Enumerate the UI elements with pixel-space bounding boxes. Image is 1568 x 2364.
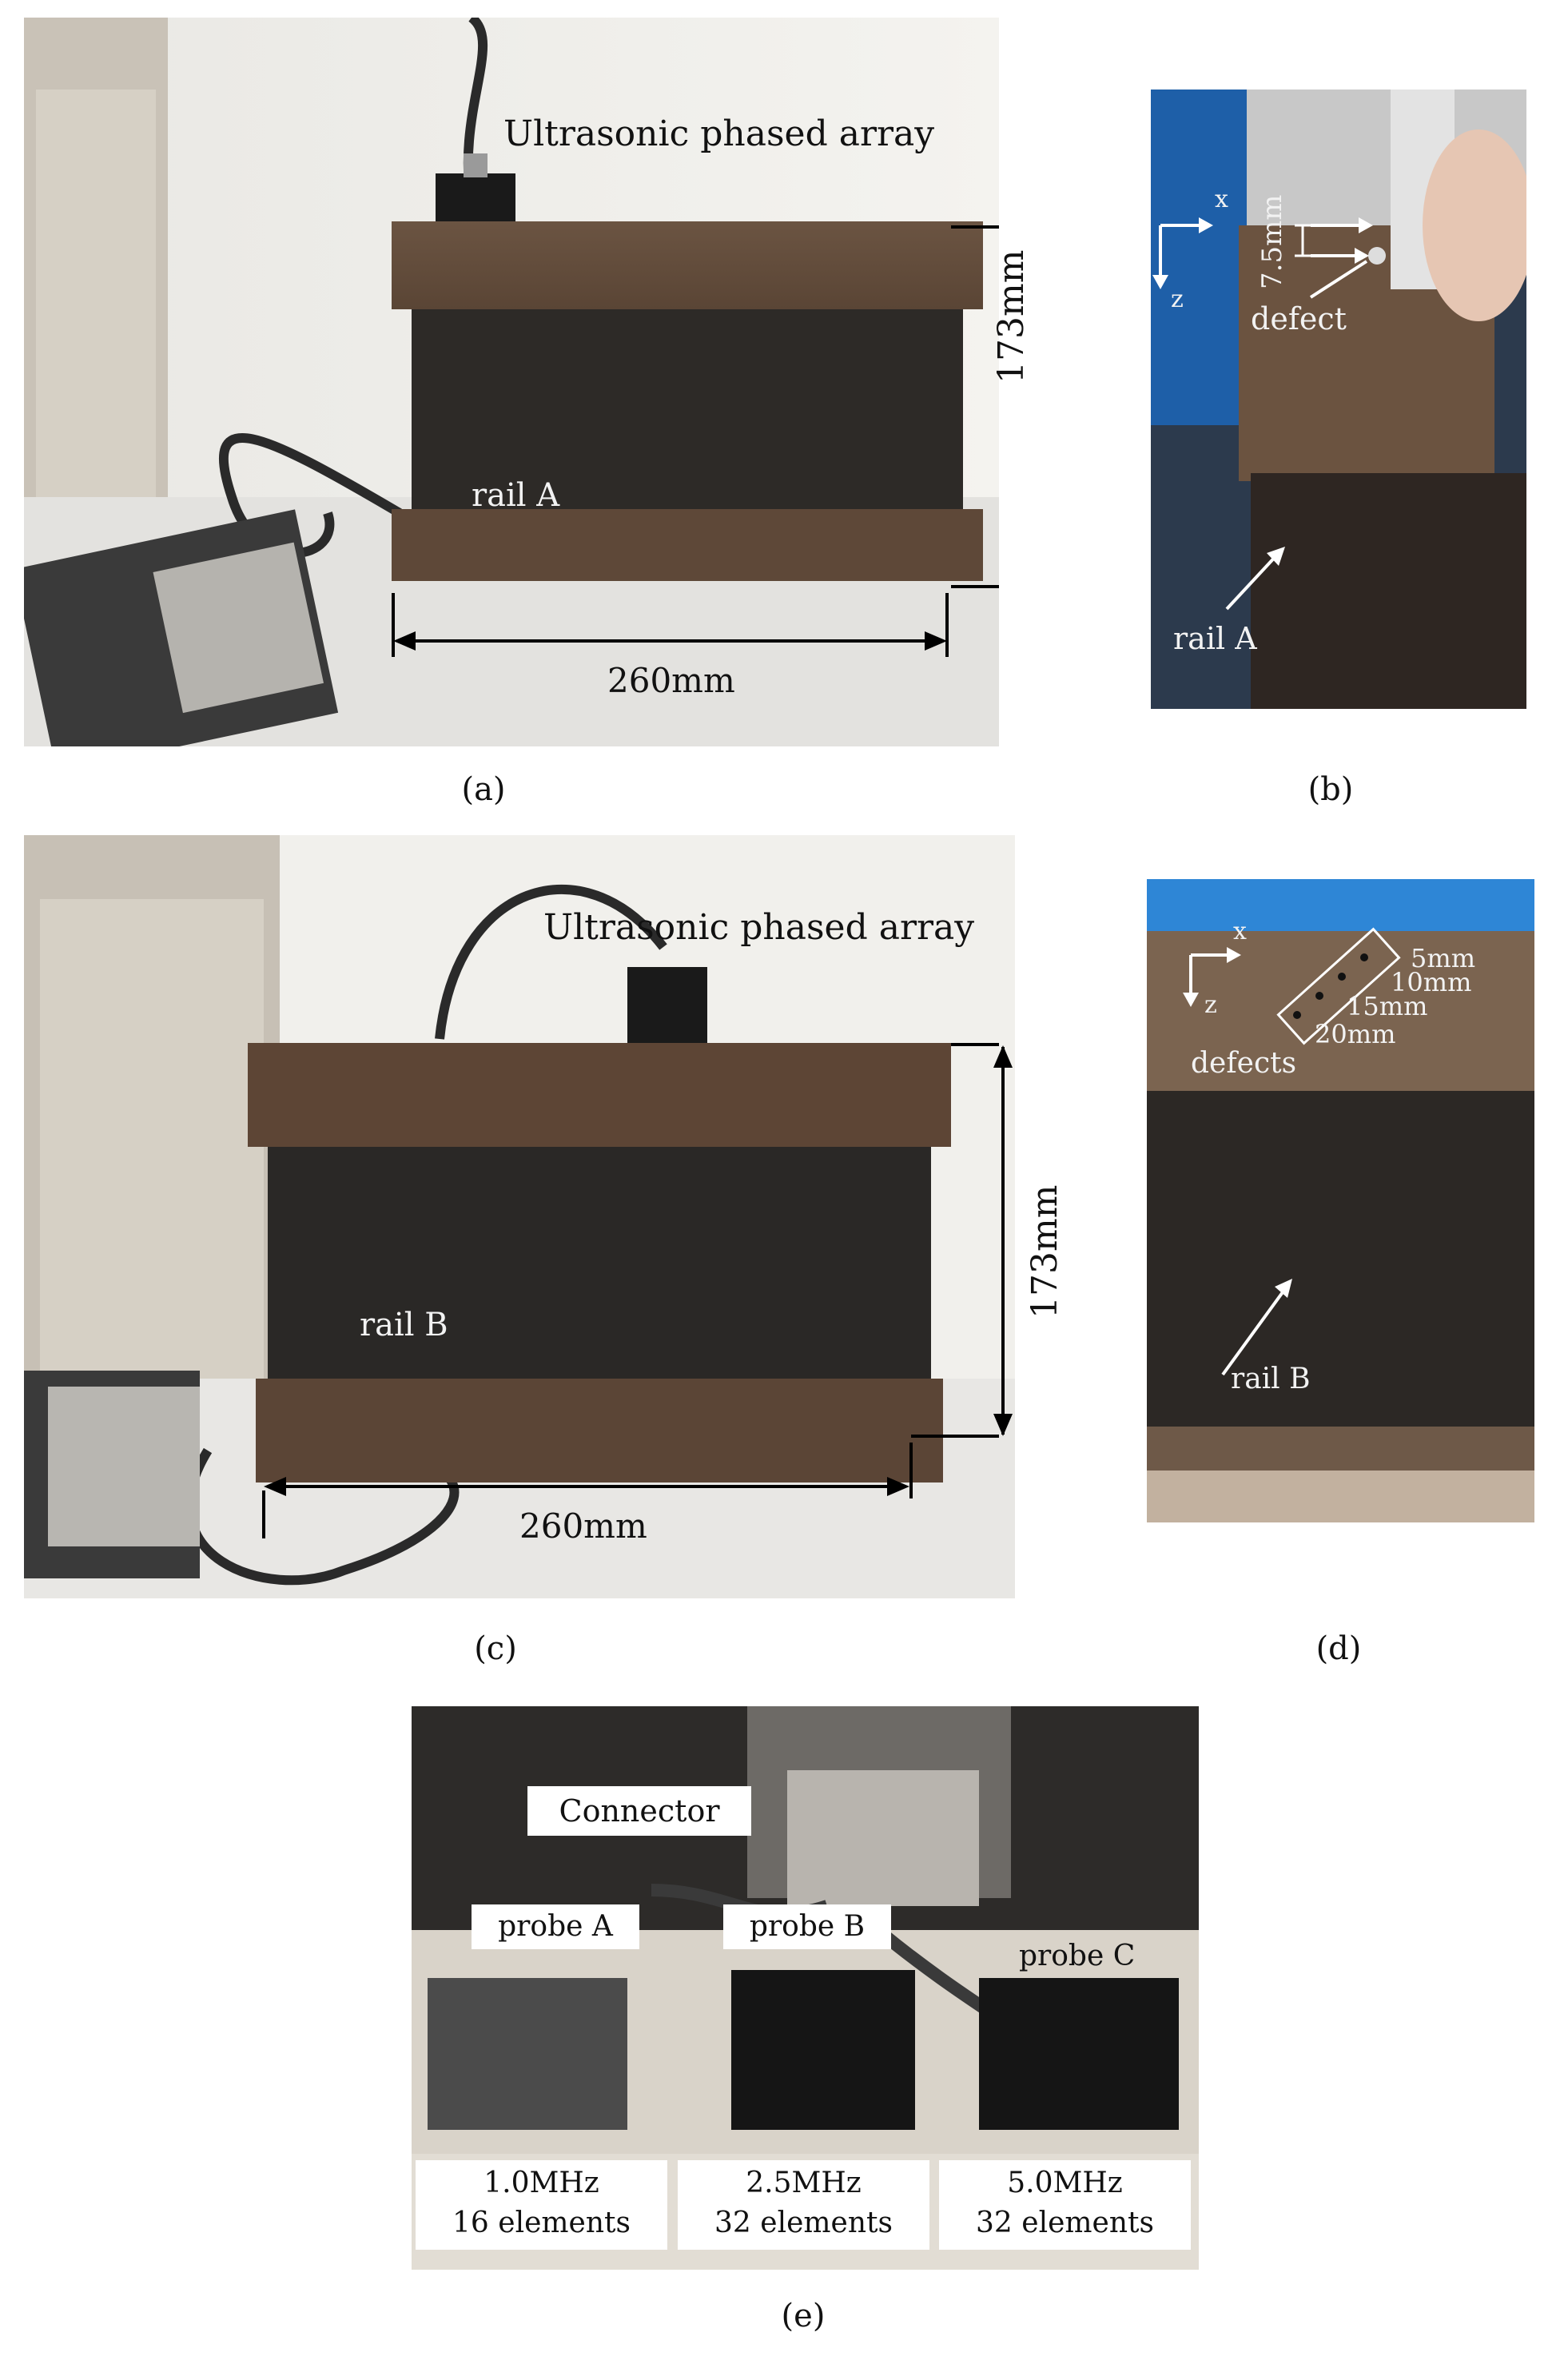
photo-panel-e: Connector probe A probe B probe C 1.0MHz…: [412, 1706, 1199, 2270]
label-connector: Connector: [527, 1786, 751, 1836]
photo-panel-a: Ultrasonic phased array rail A 260mm: [24, 18, 999, 746]
axis-z: z: [1204, 991, 1217, 1019]
photo-panel-b: x z 7.5mm defect rail A: [1151, 90, 1526, 709]
spec-probe-a-freq: 1.0MHz: [484, 2167, 599, 2199]
label-rail: rail A: [1173, 621, 1257, 656]
axis-x: x: [1233, 917, 1247, 945]
rail-b-photo: [24, 835, 1015, 1598]
photo-panel-d: x z 5mm 10mm 15mm 20mm defects rail B: [1147, 879, 1534, 1522]
label-depth-20mm: 20mm: [1315, 1019, 1396, 1049]
label-width: 260mm: [519, 1506, 647, 1546]
photo-panel-c: Ultrasonic phased array rail B 260mm: [24, 835, 1015, 1598]
label-depth-15mm: 15mm: [1347, 991, 1428, 1021]
label-depth-10mm: 10mm: [1391, 967, 1472, 997]
label-phased-array: Ultrasonic phased array: [503, 113, 935, 154]
caption-e: (e): [781, 2298, 826, 2334]
label-depth-5mm: 5mm: [1411, 943, 1476, 973]
spec-probe-a: 1.0MHz 16 elements: [416, 2160, 667, 2250]
label-probe-b: probe B: [723, 1904, 891, 1949]
rail-a-defect-photo: [1151, 90, 1526, 709]
label-probe-c: probe C: [1019, 1940, 1136, 1972]
label-rail: rail B: [1231, 1363, 1311, 1395]
height-arrow: [993, 1045, 1013, 1436]
axis-x: x: [1215, 185, 1228, 213]
spec-probe-a-elements: 16 elements: [452, 2207, 631, 2239]
spec-probe-c: 5.0MHz 32 elements: [939, 2160, 1191, 2250]
label-probe-a: probe A: [472, 1904, 639, 1949]
caption-b: (b): [1307, 771, 1354, 808]
label-height: 173mm: [991, 249, 1032, 384]
label-width: 260mm: [607, 661, 735, 700]
caption-a: (a): [461, 771, 506, 808]
rail-b-defects-photo: [1147, 879, 1534, 1522]
rail-a-photo: [24, 18, 999, 746]
axis-z: z: [1171, 285, 1184, 313]
label-depth: 7.5mm: [1256, 194, 1288, 289]
spec-probe-c-elements: 32 elements: [976, 2207, 1154, 2239]
caption-d: (d): [1315, 1630, 1362, 1667]
caption-c: (c): [474, 1630, 517, 1667]
spec-probe-b: 2.5MHz 32 elements: [678, 2160, 929, 2250]
label-rail: rail B: [360, 1307, 448, 1343]
label-defects: defects: [1191, 1047, 1297, 1080]
spec-probe-b-elements: 32 elements: [714, 2207, 893, 2239]
spec-probe-b-freq: 2.5MHz: [746, 2167, 862, 2199]
spec-probe-c-freq: 5.0MHz: [1007, 2167, 1123, 2199]
label-rail: rail A: [472, 477, 560, 514]
label-defect: defect: [1251, 301, 1347, 336]
label-phased-array: Ultrasonic phased array: [543, 907, 975, 948]
label-height: 173mm: [1025, 1184, 1065, 1319]
